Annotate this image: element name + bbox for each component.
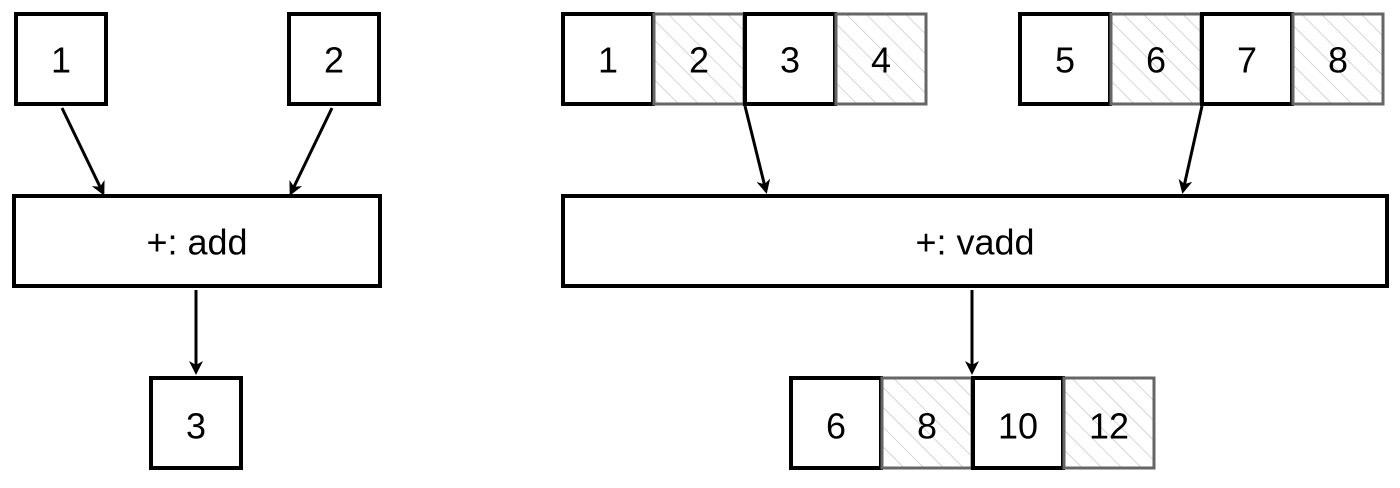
vector-result-lane-3: 10 — [998, 406, 1038, 447]
scalar-input-a-box: 1 — [14, 12, 108, 106]
scalar-arrow-b — [289, 107, 334, 196]
vector-result-lane-1: 6 — [826, 406, 846, 447]
vector-result-lane-2: 8 — [917, 406, 937, 447]
vector-b-lane-3: 7 — [1237, 40, 1257, 81]
vector-operation-label: +: vadd — [915, 222, 1034, 263]
vector-b-lane-2: 6 — [1146, 40, 1166, 81]
scalar-operation-box: +: add — [12, 194, 382, 288]
scalar-operation-label: +: add — [146, 222, 247, 263]
vector-arrow-b — [1178, 105, 1204, 194]
scalar-result-box: 3 — [149, 376, 243, 470]
scalar-input-a-value: 1 — [51, 40, 71, 81]
vector-operation-box: +: vadd — [561, 194, 1389, 288]
vector-a-lane-2: 2 — [689, 40, 709, 81]
scalar-arrow-a — [60, 107, 105, 196]
vector-a: 1 2 3 4 — [561, 12, 928, 106]
vector-a-lane-1: 1 — [598, 40, 618, 81]
scalar-section: 1 2 +: add 3 — [12, 12, 382, 470]
vector-section: 1 2 3 4 5 6 7 8 +: vadd — [561, 12, 1389, 470]
vector-b: 5 6 7 8 — [1018, 12, 1385, 106]
vector-result-lane-4: 12 — [1089, 406, 1129, 447]
vector-a-lane-4: 4 — [871, 40, 891, 81]
scalar-input-b-value: 2 — [324, 40, 344, 81]
scalar-result-value: 3 — [186, 406, 206, 447]
vector-arrow-a — [743, 105, 771, 194]
scalar-input-b-box: 2 — [287, 12, 381, 106]
vector-b-lane-4: 8 — [1328, 40, 1348, 81]
vector-a-lane-3: 3 — [780, 40, 800, 81]
vector-result: 6 8 10 12 — [789, 376, 1156, 470]
vector-b-lane-1: 5 — [1055, 40, 1075, 81]
